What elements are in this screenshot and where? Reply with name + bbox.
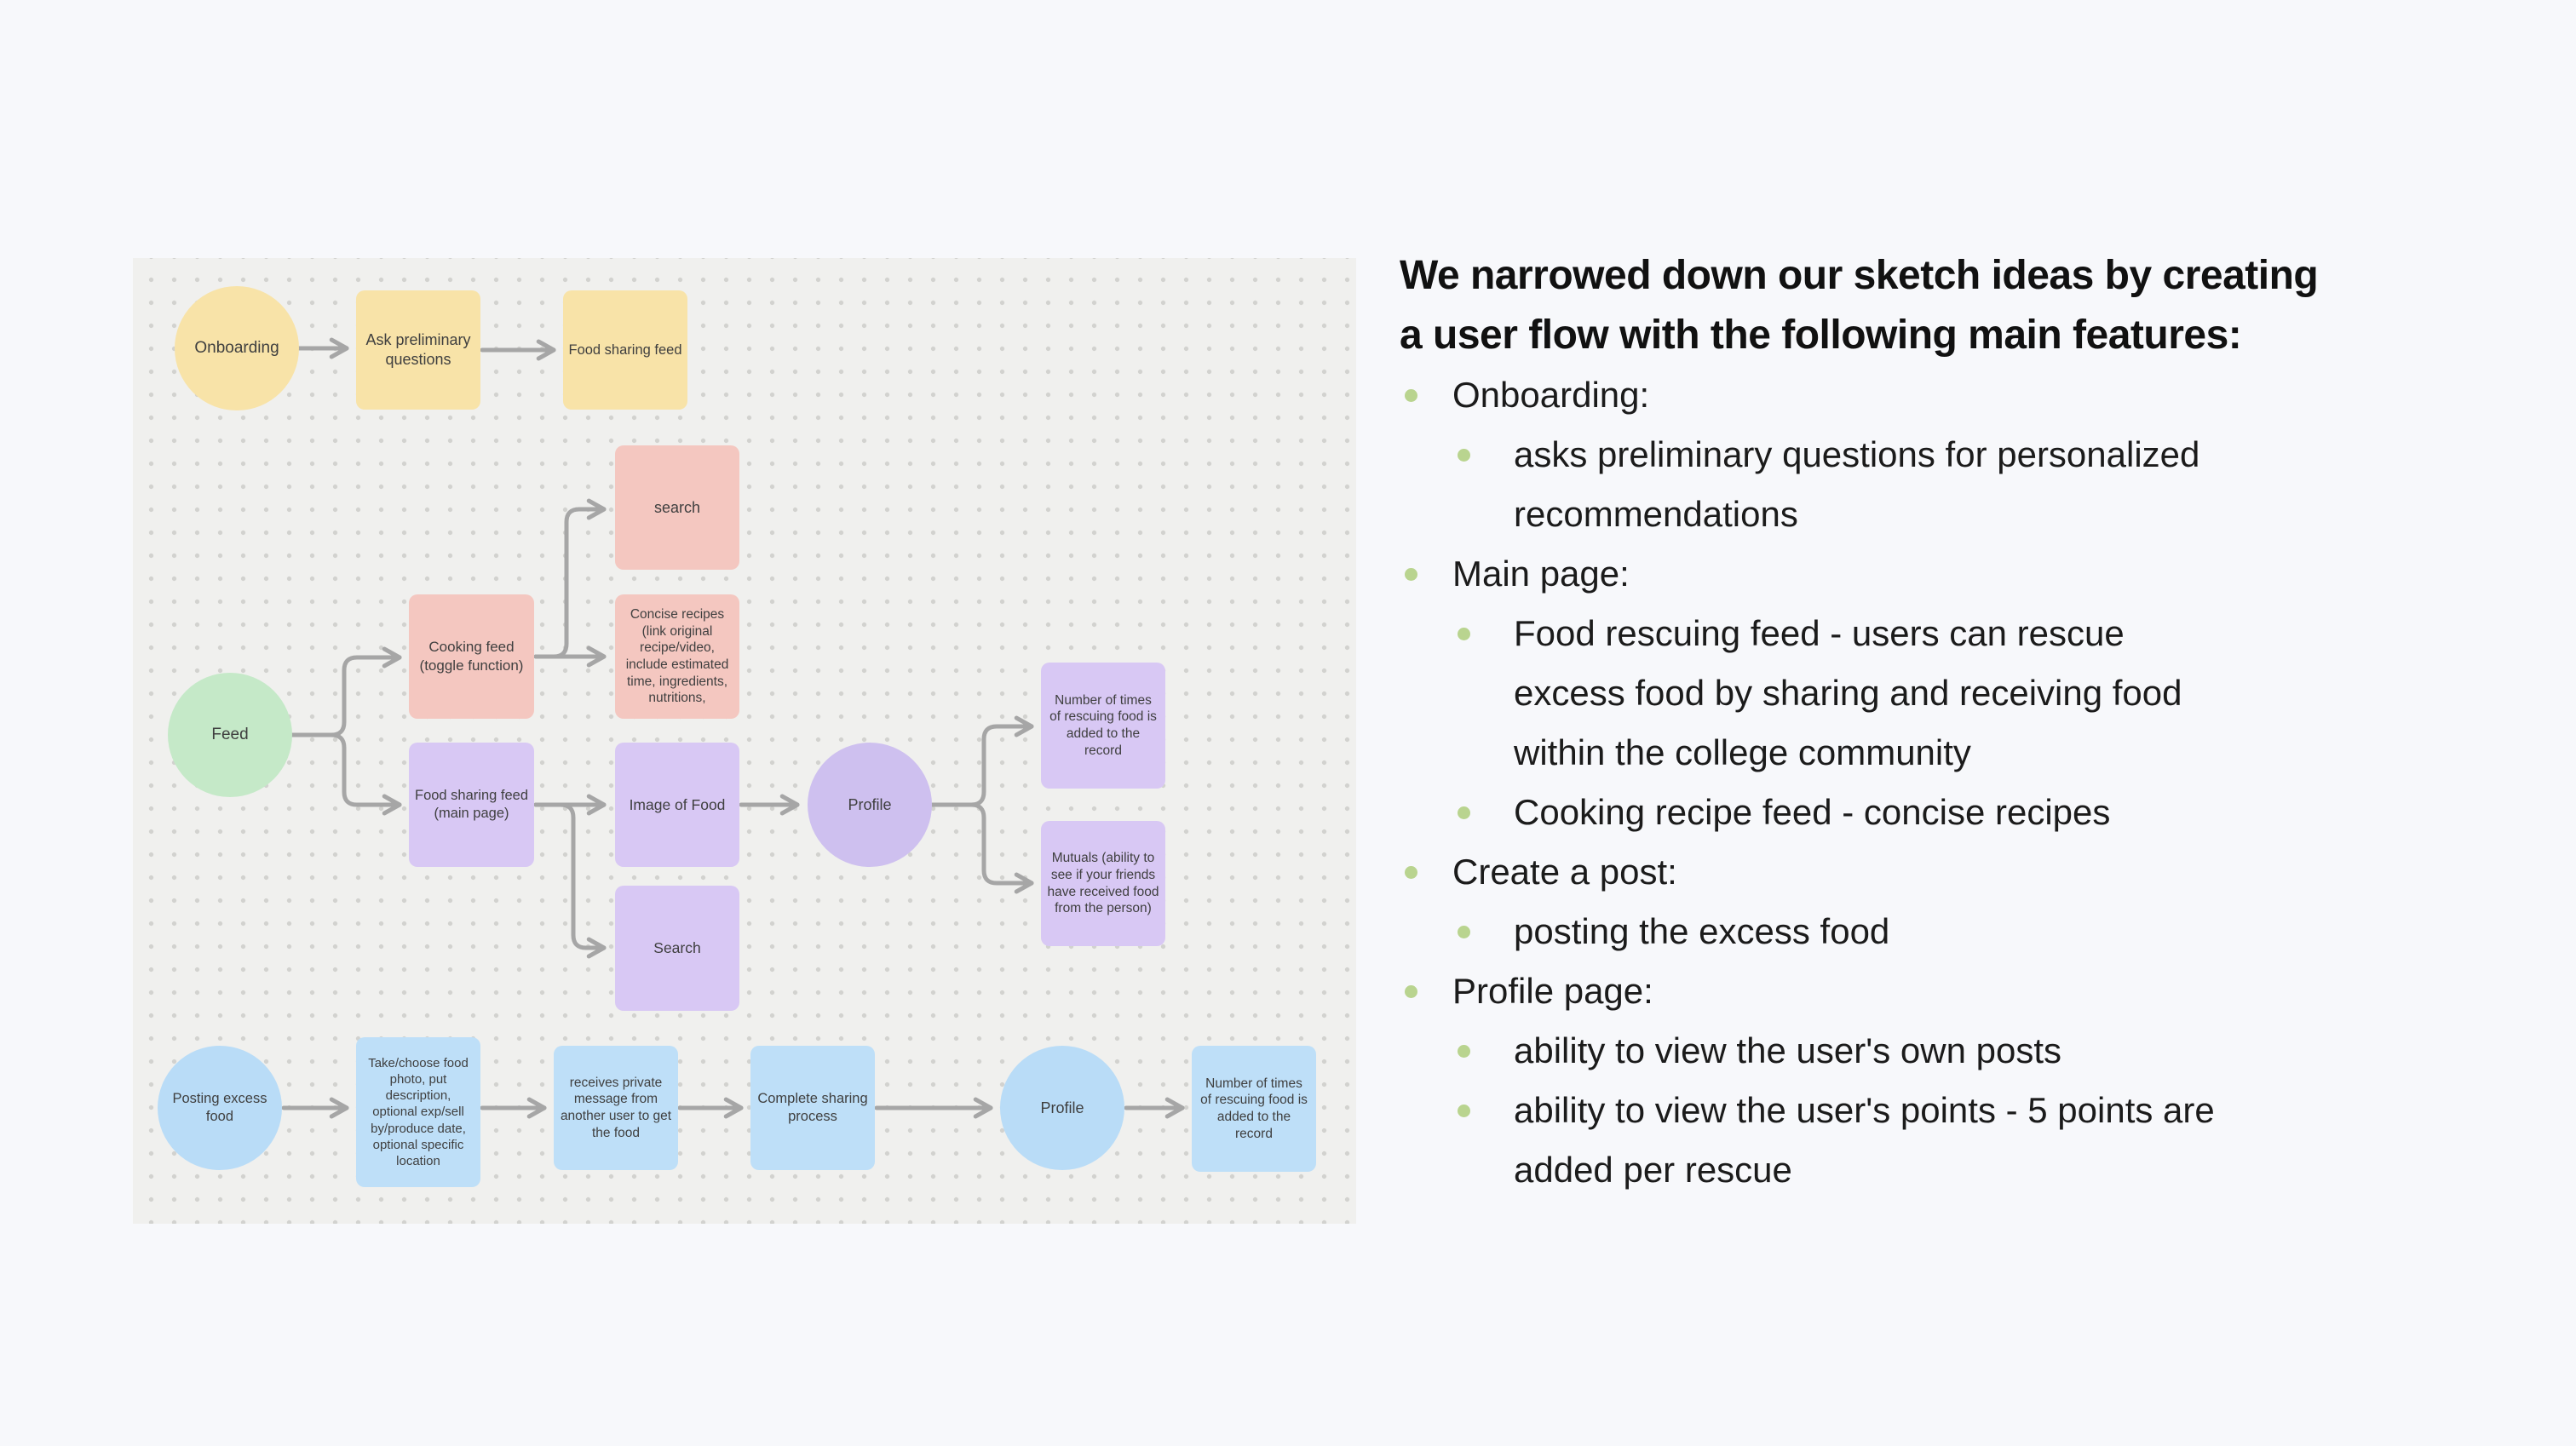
feature-create-post-item: posting the excess food bbox=[1400, 902, 2413, 961]
flow-node-feed[interactable]: Feed bbox=[168, 673, 292, 797]
features-panel: We narrowed down our sketch ideas by cre… bbox=[1400, 246, 2413, 1200]
flow-connectors bbox=[281, 337, 1185, 1119]
feature-create-post: Create a post: bbox=[1400, 842, 2413, 902]
flow-node-image-of-food[interactable]: Image of Food bbox=[615, 743, 739, 867]
flow-node-rescue-record-post[interactable]: Number of times of rescuing food is adde… bbox=[1192, 1046, 1316, 1172]
flow-node-food-sharing-main[interactable]: Food sharing feed (main page) bbox=[409, 743, 534, 867]
flow-node-take-photo[interactable]: Take/choose food photo, put description,… bbox=[356, 1037, 480, 1187]
flow-node-profile-main[interactable]: Profile bbox=[808, 743, 932, 867]
flow-node-search-cooking[interactable]: search bbox=[615, 445, 739, 570]
feature-main-page-item-1: Food rescuing feed - users can rescue ex… bbox=[1400, 604, 2413, 783]
flow-diagram-canvas[interactable]: Onboarding Ask preliminary questions Foo… bbox=[133, 258, 1356, 1224]
panel-heading: We narrowed down our sketch ideas by cre… bbox=[1400, 253, 2319, 358]
flow-node-posting-excess-food[interactable]: Posting excess food bbox=[158, 1046, 282, 1170]
features-list: Onboarding: asks preliminary questions f… bbox=[1400, 365, 2413, 1200]
flow-node-search-main[interactable]: Search bbox=[615, 886, 739, 1011]
flow-node-profile-post[interactable]: Profile bbox=[1000, 1046, 1124, 1170]
feature-main-page: Main page: bbox=[1400, 544, 2413, 604]
flow-node-private-message[interactable]: receives private message from another us… bbox=[554, 1046, 678, 1170]
feature-profile-page-item-2: ability to view the user's points - 5 po… bbox=[1400, 1081, 2413, 1200]
flow-node-mutuals[interactable]: Mutuals (ability to see if your friends … bbox=[1041, 821, 1165, 946]
flow-node-onboarding[interactable]: Onboarding bbox=[175, 286, 299, 410]
feature-onboarding: Onboarding: bbox=[1400, 365, 2413, 425]
flow-node-ask-preliminary[interactable]: Ask preliminary questions bbox=[356, 290, 480, 410]
feature-profile-page: Profile page: bbox=[1400, 961, 2413, 1021]
flow-node-complete-sharing[interactable]: Complete sharing process bbox=[750, 1046, 875, 1170]
feature-profile-page-item-1: ability to view the user's own posts bbox=[1400, 1021, 2413, 1081]
feature-onboarding-item: asks preliminary questions for personali… bbox=[1400, 425, 2413, 544]
flow-node-rescue-record-main[interactable]: Number of times of rescuing food is adde… bbox=[1041, 663, 1165, 789]
flow-node-food-sharing-top[interactable]: Food sharing feed bbox=[563, 290, 687, 410]
feature-main-page-item-2: Cooking recipe feed - concise recipes bbox=[1400, 783, 2413, 842]
flow-node-concise-recipes[interactable]: Concise recipes (link original recipe/vi… bbox=[615, 594, 739, 719]
flow-node-cooking-feed[interactable]: Cooking feed (toggle function) bbox=[409, 594, 534, 719]
